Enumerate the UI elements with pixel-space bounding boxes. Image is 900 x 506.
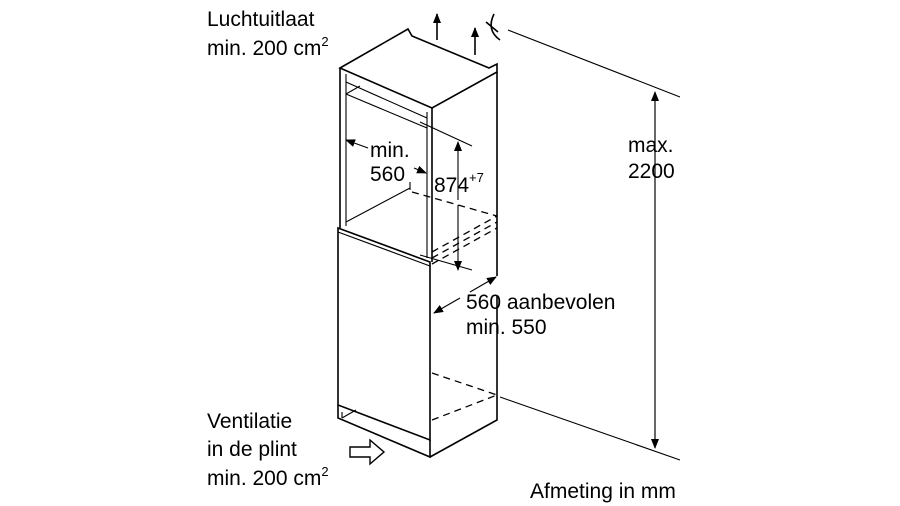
units-note: Afmeting in mm bbox=[530, 480, 676, 503]
ventilation-location: in de plint bbox=[207, 438, 297, 461]
dimension-lines bbox=[345, 29, 681, 461]
air-outlet-title: Luchtuitlaat bbox=[207, 8, 315, 31]
max-height-value: 2200 bbox=[628, 160, 675, 183]
ventilation-title: Ventilatie bbox=[207, 410, 292, 433]
air-arrows bbox=[349, 13, 501, 466]
depth-min: min. 550 bbox=[466, 316, 547, 339]
niche-width-min-label: min. bbox=[370, 139, 410, 162]
inlet-arrow-icon bbox=[349, 438, 386, 466]
cabinet-outline bbox=[337, 27, 498, 459]
ventilation-min: min. 200 cm2 bbox=[207, 464, 329, 490]
niche-height-value: 874+7 bbox=[434, 170, 484, 197]
air-outlet-min: min. 200 cm2 bbox=[207, 34, 329, 60]
max-height-label: max. bbox=[628, 134, 674, 157]
depth-recommended: 560 aanbevolen bbox=[466, 291, 615, 314]
niche-width-value: 560 bbox=[370, 163, 405, 186]
